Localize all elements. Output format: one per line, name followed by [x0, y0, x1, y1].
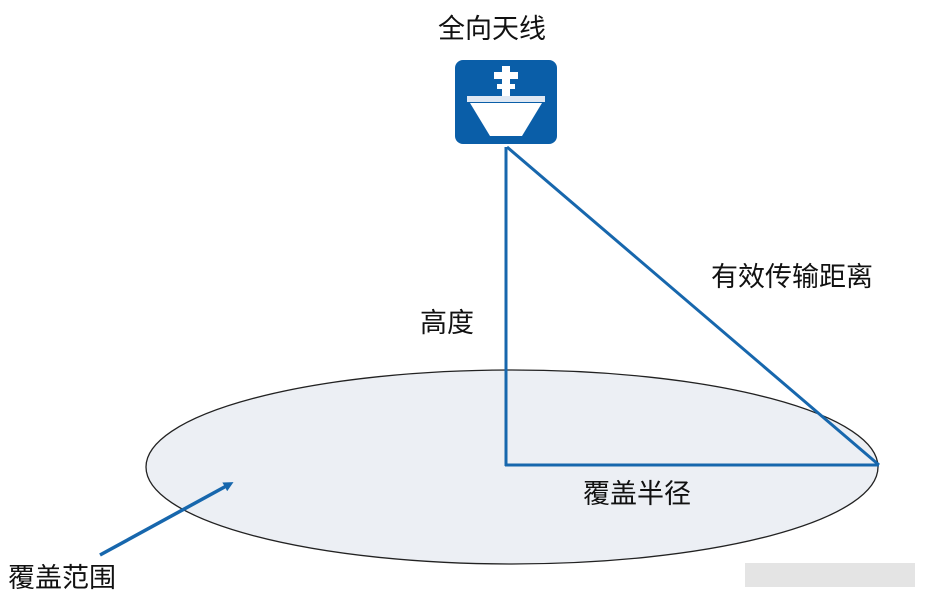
antenna-title: 全向天线 [438, 14, 546, 45]
coverage-arrow [99, 482, 234, 557]
coverage-radius-label: 覆盖半径 [583, 479, 691, 510]
height-label: 高度 [420, 308, 474, 339]
distance-line [506, 145, 880, 467]
antenna-icon [455, 60, 557, 144]
watermark [745, 563, 915, 587]
coverage-ellipse [145, 369, 879, 565]
effective-distance-label: 有效传输距离 [711, 262, 873, 293]
coverage-area-label: 覆盖范围 [8, 563, 116, 594]
